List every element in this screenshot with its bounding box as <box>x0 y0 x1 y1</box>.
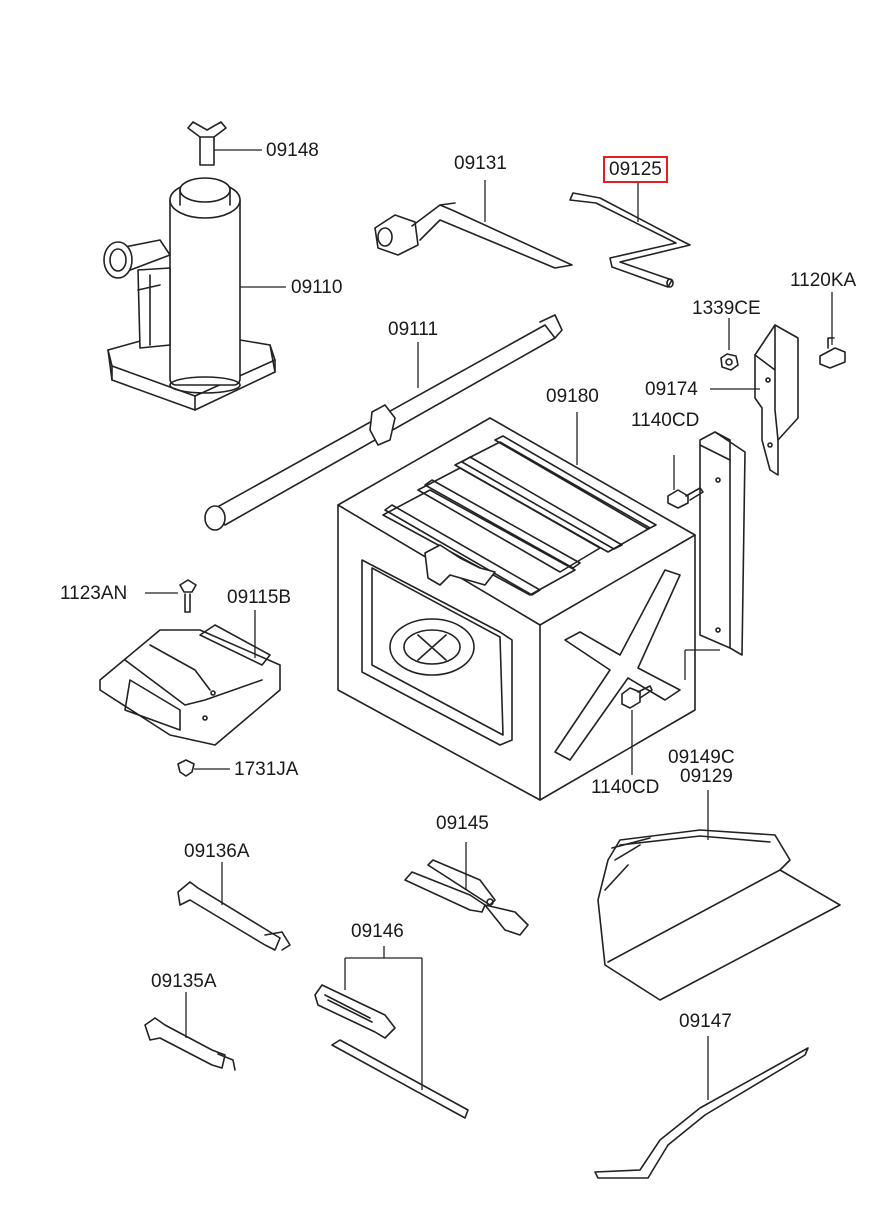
callout-jack-handle-bolt[interactable]: 09148 <box>266 140 319 161</box>
extension-bar-drawing[interactable] <box>204 314 563 531</box>
callout-bolt-upper[interactable]: 1140CD <box>631 410 700 431</box>
pliers-drawing[interactable] <box>404 859 529 936</box>
callout-bracket-bolt-top[interactable]: 1120KA <box>790 270 857 291</box>
callout-bracket-nut[interactable]: 1339CE <box>692 298 761 319</box>
callout-tool-bag-b[interactable]: 09129 <box>680 766 733 787</box>
tool-bag-drawing[interactable] <box>597 829 841 1001</box>
clip-drawing[interactable] <box>177 759 195 777</box>
screwdriver-drawing[interactable] <box>314 984 469 1119</box>
bolt-upper-drawing[interactable] <box>667 487 704 509</box>
side-plate-drawing[interactable] <box>699 431 746 656</box>
callout-screwdriver[interactable]: 09146 <box>351 921 404 942</box>
callout-crank-rod-highlighted[interactable]: 09125 <box>603 156 668 183</box>
callout-jack-holder[interactable]: 09115B <box>227 587 292 608</box>
callout-spanner-a[interactable]: 09136A <box>184 841 250 862</box>
lug-wrench-drawing[interactable] <box>374 202 573 269</box>
callout-tire-lever[interactable]: 09147 <box>679 1011 732 1032</box>
crank-rod-drawing[interactable] <box>569 192 691 288</box>
callout-clip[interactable]: 1731JA <box>234 759 299 780</box>
callout-pliers[interactable]: 09145 <box>436 813 489 834</box>
callout-tool-box[interactable]: 09180 <box>546 386 599 407</box>
callout-tool-bag-a[interactable]: 09149C <box>668 747 735 768</box>
bolt-lower-drawing[interactable] <box>621 685 653 709</box>
spanner-a-drawing[interactable] <box>177 881 291 951</box>
tire-lever-drawing[interactable] <box>594 1047 809 1179</box>
callout-jack[interactable]: 09110 <box>291 277 343 298</box>
jack-drawing[interactable] <box>103 121 276 411</box>
callout-extension-bar[interactable]: 09111 <box>388 319 439 340</box>
bracket-drawing[interactable] <box>754 324 799 476</box>
spanner-b-drawing[interactable] <box>144 1017 236 1071</box>
nut-drawing[interactable] <box>720 353 739 371</box>
callout-bracket[interactable]: 09174 <box>645 379 698 400</box>
callout-lug-wrench[interactable]: 09131 <box>454 153 507 174</box>
callout-spanner-b[interactable]: 09135A <box>151 971 217 992</box>
tool-box-drawing[interactable] <box>337 417 696 801</box>
callout-bolt-lower[interactable]: 1140CD <box>591 777 660 798</box>
jack-holder-drawing[interactable] <box>99 579 281 746</box>
callout-holder-bolt[interactable]: 1123AN <box>60 583 128 604</box>
